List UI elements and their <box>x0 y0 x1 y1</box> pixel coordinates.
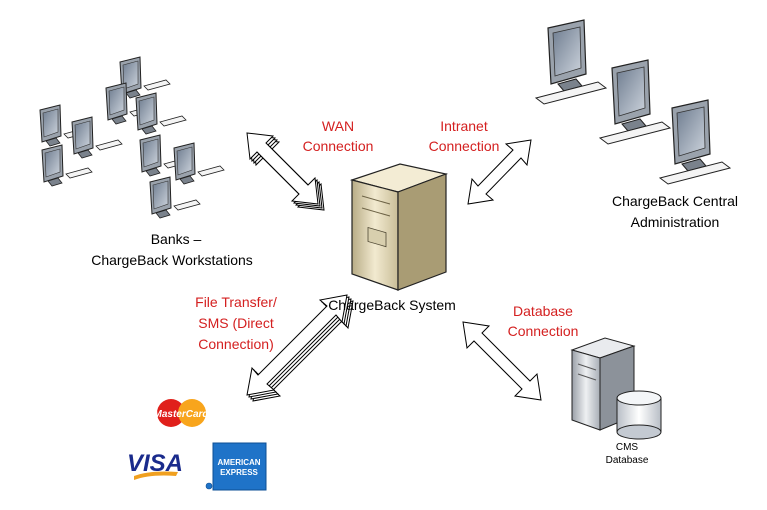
banks-label-line1: Banks – <box>151 231 202 247</box>
mastercard-logo-text: MasterCard <box>153 409 209 420</box>
server-icon <box>349 163 449 291</box>
visa-logo: VISA <box>127 450 183 480</box>
wan-connection-arrow <box>246 132 325 211</box>
database-label-line1: Database <box>513 303 573 319</box>
cms-label-line2: Database <box>606 455 649 466</box>
amex-logo-text-line1: AMERICAN <box>217 458 260 467</box>
database-connection-arrow <box>462 321 542 401</box>
intranet-label-line1: Intranet <box>440 118 488 134</box>
bank-workstations-icon <box>39 56 225 219</box>
central-admin-label-line2: Administration <box>631 214 720 230</box>
file-transfer-connection-arrow <box>246 294 354 402</box>
central-admin-label-line1: ChargeBack Central <box>612 193 738 209</box>
mastercard-logo: MasterCard <box>153 399 209 427</box>
database-cylinder-icon <box>616 390 662 440</box>
banks-label-line2: ChargeBack Workstations <box>91 252 253 268</box>
intranet-connection-arrow <box>467 139 532 205</box>
database-label-line2: Connection <box>508 323 579 339</box>
file-transfer-label-line1: File Transfer/ <box>195 294 277 310</box>
american-express-logo: AMERICAN EXPRESS <box>205 442 267 491</box>
database-server-icon <box>570 337 636 431</box>
wan-label-line1: WAN <box>322 118 354 134</box>
cms-label-line1: CMS <box>616 442 639 453</box>
wan-label-line2: Connection <box>303 138 374 154</box>
file-transfer-label-line3: Connection) <box>198 336 274 352</box>
file-transfer-label-line2: SMS (Direct <box>198 315 274 331</box>
chargeback-system-label: ChargeBack System <box>328 297 456 313</box>
central-administration-workstations-icon <box>535 19 731 185</box>
intranet-label-line2: Connection <box>429 138 500 154</box>
amex-logo-text-line2: EXPRESS <box>220 468 258 477</box>
